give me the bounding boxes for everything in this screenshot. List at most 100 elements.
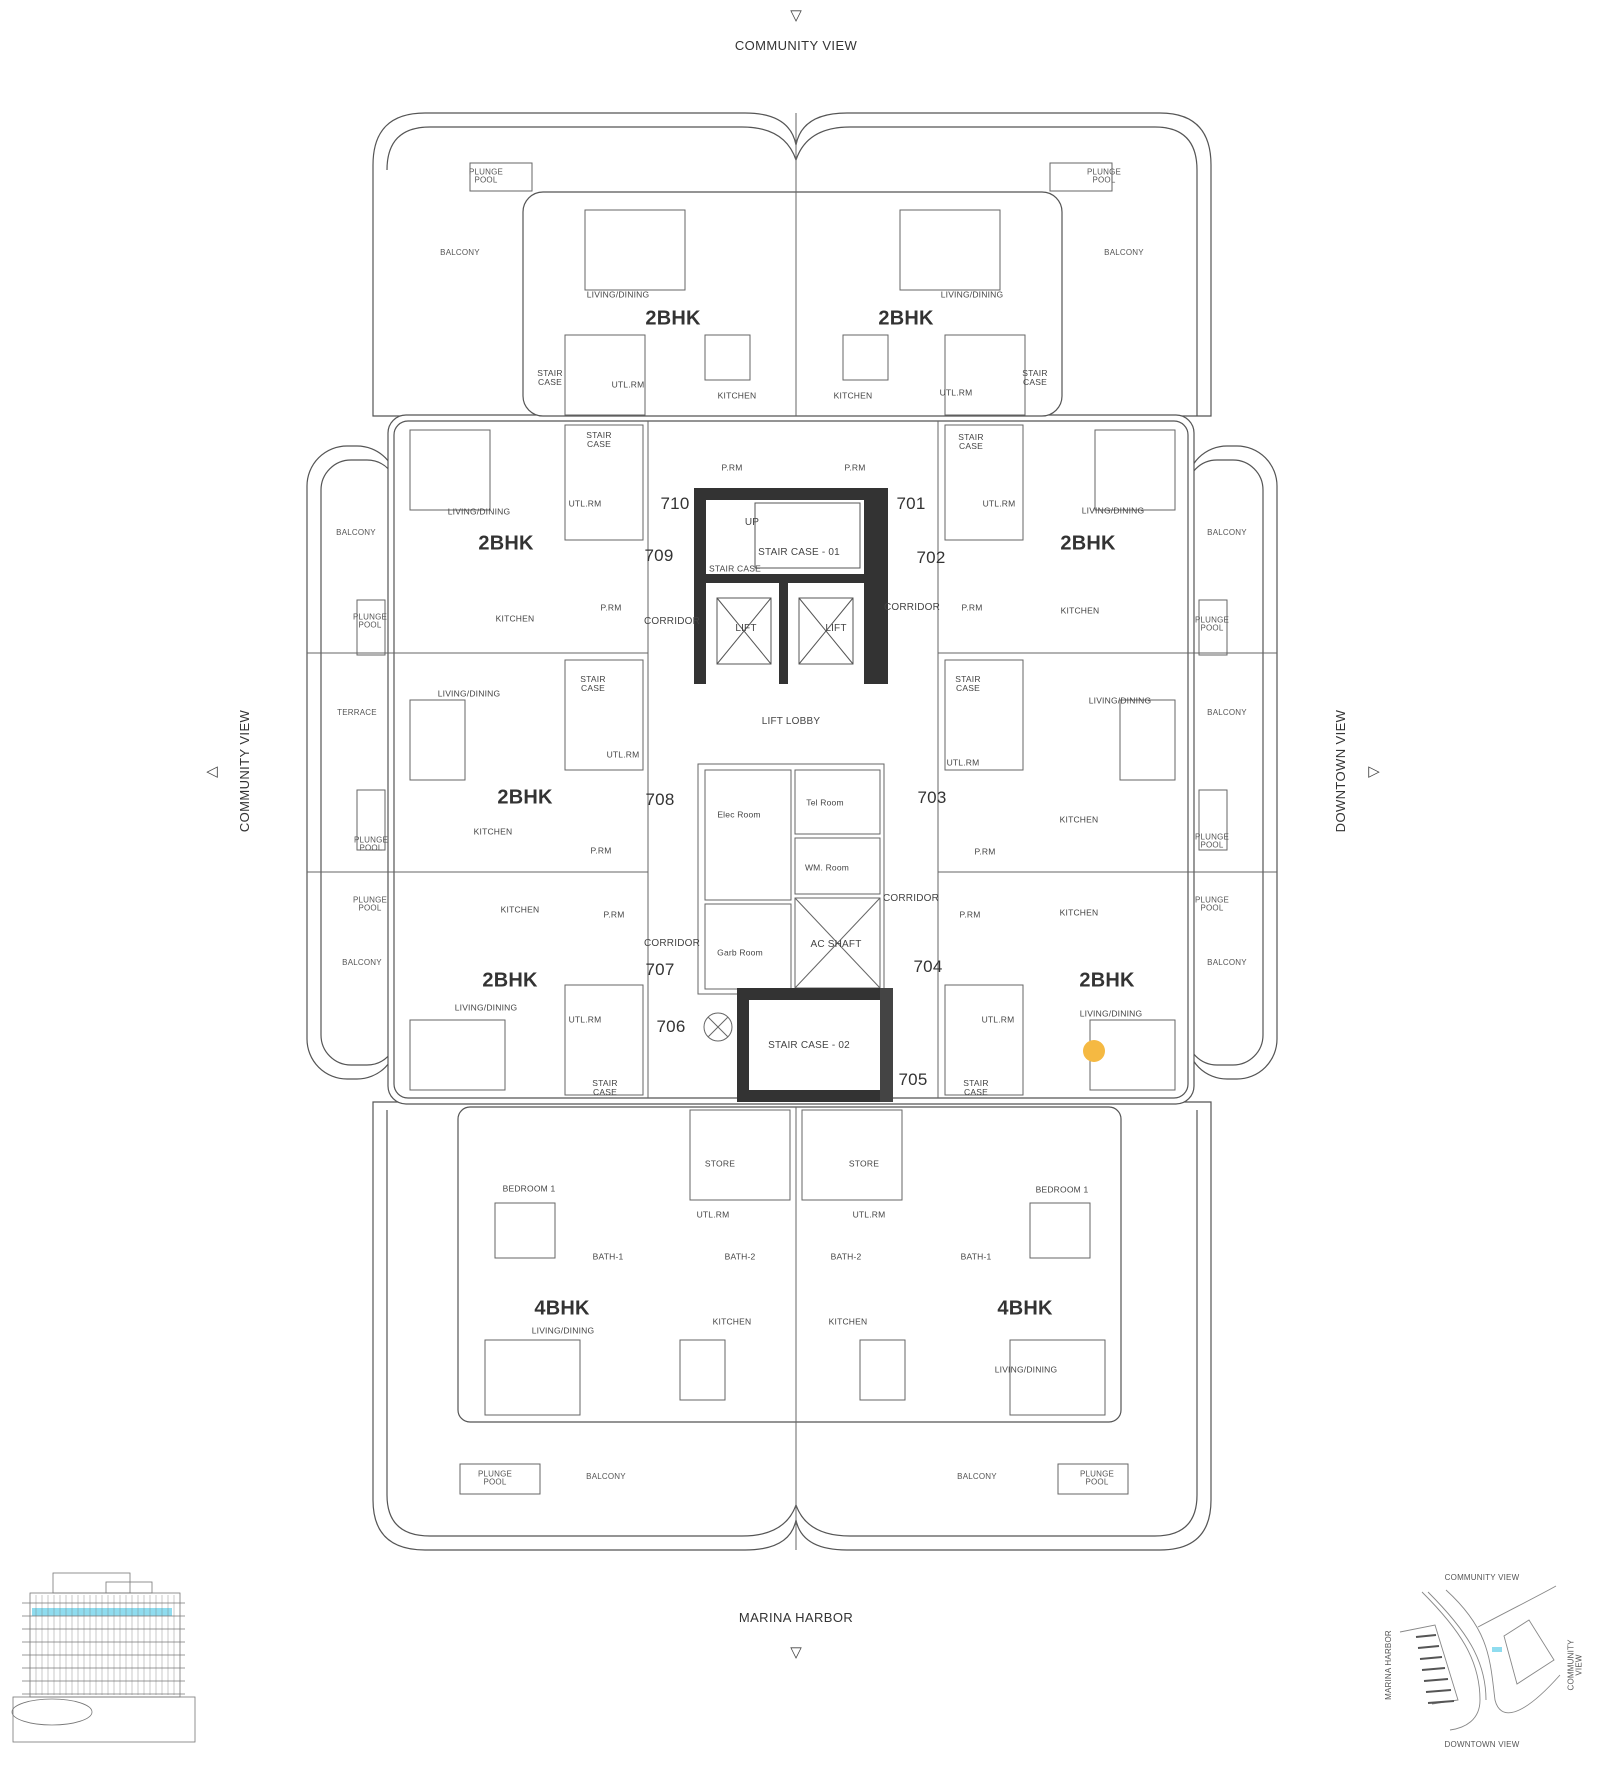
room-label: KITCHEN [1059, 814, 1099, 825]
room-label: KITCHEN [717, 390, 757, 401]
room-label: KITCHEN [833, 390, 873, 401]
room-label: PLUNGE POOL [477, 1469, 513, 1487]
room-label: KITCHEN [473, 826, 513, 837]
room-label: BATH-2 [724, 1251, 756, 1262]
room-label: LIVING/DINING [586, 289, 650, 300]
room-label: BALCONY [1207, 707, 1247, 717]
room-label: BALCONY [336, 527, 376, 537]
room-label: STAIR CASE [1022, 368, 1048, 387]
core-stair-lift-walls [694, 488, 893, 1102]
room-label: BATH-1 [960, 1251, 992, 1262]
room-label: BALCONY [440, 247, 480, 257]
room-label: LIVING/DINING [437, 688, 501, 699]
room-label: UTL.RM [696, 1209, 730, 1220]
room-label: TERRACE [337, 707, 377, 717]
room-label: UTL.RM [982, 498, 1016, 509]
unit-type: 2BHK [482, 969, 538, 992]
room-label: UTL.RM [852, 1209, 886, 1220]
room-label: LIVING/DINING [994, 1364, 1058, 1375]
room-label: KITCHEN [1059, 907, 1099, 918]
room-label: LIVING/DINING [940, 289, 1004, 300]
room-label: BALCONY [1207, 527, 1247, 537]
up-label: UP [744, 516, 760, 528]
unit-number: 706 [656, 1017, 686, 1037]
room-label: PLUNGE POOL [468, 167, 504, 185]
key-plan-label-left: MARINA HARBOR [1383, 1630, 1393, 1700]
unit-type: 4BHK [534, 1297, 590, 1320]
room-label: P.RM [590, 845, 612, 856]
unit-number: 707 [645, 960, 675, 980]
unit-type: 4BHK [997, 1297, 1053, 1320]
unit-type: 2BHK [645, 307, 701, 330]
key-plan-label-top: COMMUNITY VIEW [1444, 1572, 1520, 1582]
key-plan-label-right: COMMUNITY VIEW [1566, 1639, 1584, 1691]
top-units-outline [522, 191, 1063, 417]
room-label: PLUNGE POOL [1086, 167, 1122, 185]
unit-type: 2BHK [1079, 969, 1135, 992]
elec-room-label: Elec Room [717, 809, 761, 820]
room-label: STAIR CASE [963, 1078, 989, 1097]
stair-case-01-label: STAIR CASE - 01 [758, 546, 840, 558]
stair-case-02-label: STAIR CASE - 02 [768, 1039, 850, 1051]
room-label: LIVING/DINING [1081, 505, 1145, 516]
corridor-label: CORRIDOR [643, 615, 701, 627]
west-arrow-icon: ◁ [206, 763, 218, 780]
room-label: P.RM [974, 846, 996, 857]
unit-number: 701 [896, 494, 926, 514]
room-label: UTL.RM [946, 757, 980, 768]
east-arrow-icon: ▷ [1368, 763, 1380, 780]
room-label: STAIR CASE [958, 432, 984, 451]
room-label: STAIR CASE [537, 368, 563, 387]
corridor-label: CORRIDOR [882, 892, 940, 904]
key-plan-label-bottom: DOWNTOWN VIEW [1444, 1739, 1520, 1749]
room-label: KITCHEN [712, 1316, 752, 1327]
room-label: STAIR CASE [592, 1078, 618, 1097]
stair-case-label: STAIR CASE [709, 563, 761, 574]
compass-label-right: DOWNTOWN VIEW [1333, 709, 1349, 833]
ac-shaft-label: AC SHAFT [810, 938, 862, 950]
room-label: KITCHEN [1060, 605, 1100, 616]
bottom-units-outline [457, 1106, 1122, 1423]
unit-type: 2BHK [878, 307, 934, 330]
location-marker [1083, 1040, 1105, 1062]
room-label: P.RM [721, 462, 743, 473]
compass-label-bottom: MARINA HARBOR [738, 1610, 854, 1626]
room-label: PLUNGE POOL [352, 612, 388, 630]
room-label: LIVING/DINING [454, 1002, 518, 1013]
room-label: KITCHEN [500, 904, 540, 915]
room-label: P.RM [600, 602, 622, 613]
lift-lobby-label: LIFT LOBBY [761, 715, 821, 727]
room-label: PLUNGE POOL [1194, 615, 1230, 633]
room-label: LIVING/DINING [1079, 1008, 1143, 1019]
main-block-outline [387, 414, 1195, 1105]
compass-label-left: COMMUNITY VIEW [237, 709, 253, 833]
room-label: UTL.RM [981, 1014, 1015, 1025]
unit-number: 703 [917, 788, 947, 808]
room-label: P.RM [603, 909, 625, 920]
room-label: PLUNGE POOL [1194, 895, 1230, 913]
room-label: UTL.RM [568, 498, 602, 509]
wm-room-label: WM. Room [804, 862, 850, 873]
lift-label: LIFT [735, 622, 757, 634]
garb-room-label: Garb Room [717, 947, 763, 958]
room-label: PLUNGE POOL [353, 835, 389, 853]
room-label: UTL.RM [611, 379, 645, 390]
room-label: UTL.RM [606, 749, 640, 760]
room-label: STORE [704, 1158, 736, 1169]
room-label: PLUNGE POOL [1079, 1469, 1115, 1487]
room-label: BALCONY [342, 957, 382, 967]
south-arrow-icon: ▽ [790, 1644, 802, 1661]
room-label: BALCONY [1104, 247, 1144, 257]
unit-number: 705 [898, 1070, 928, 1090]
unit-number: 710 [660, 494, 690, 514]
room-label: STORE [848, 1158, 880, 1169]
room-label: BALCONY [1207, 957, 1247, 967]
site-key-plan-inset [1399, 1585, 1561, 1731]
room-label: P.RM [961, 602, 983, 613]
room-label: BALCONY [957, 1471, 997, 1481]
unit-number: 708 [645, 790, 675, 810]
unit-type: 2BHK [1060, 532, 1116, 555]
corridor-label: CORRIDOR [643, 937, 701, 949]
